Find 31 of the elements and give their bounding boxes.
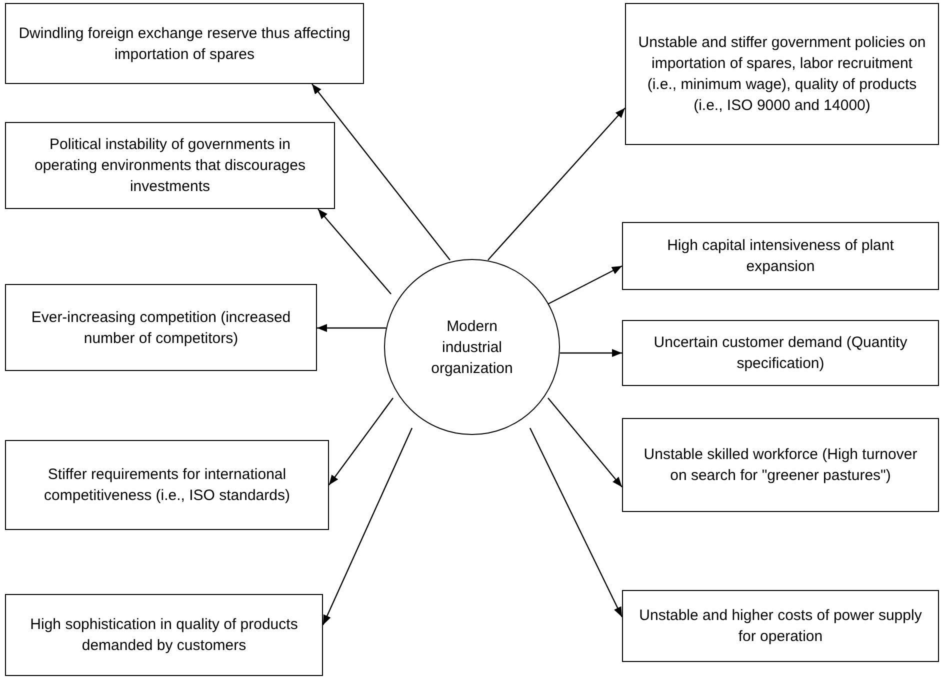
- arrow: [312, 84, 450, 260]
- arrow: [322, 428, 413, 626]
- arrow: [328, 398, 394, 486]
- factor-box: [622, 222, 939, 290]
- factor-box: [5, 594, 323, 676]
- node-text: Modern industrial organization: [430, 316, 514, 378]
- node-text: Unstable skilled workforce (High turnover on search for "greener pastures"): [642, 445, 918, 486]
- factor-box: [625, 3, 939, 145]
- factor-box: [622, 418, 939, 512]
- factor-box: [5, 440, 329, 530]
- node-text: Stiffer requirements for international competitiveness (i.e., ISO standards): [43, 465, 291, 506]
- node-text: Unstable and higher costs of power supply for operation: [638, 606, 923, 647]
- node-text: High sophistication in quality of products demanded by customers: [29, 615, 299, 656]
- node-text: Uncertain customer demand (Quantity specification): [652, 333, 908, 374]
- node-text: Unstable and stiffer government policies on importation of spares, labor recruitment (i.e., minimum wage), quality of products (i.e., ISO 9000 and 14000): [638, 33, 926, 116]
- node-text: High capital intensiveness of plant expansion: [666, 236, 895, 277]
- arrow: [488, 108, 626, 260]
- arrow: [548, 265, 622, 305]
- factor-box: [5, 284, 317, 371]
- arrow: [317, 324, 386, 332]
- node-text: Political instability of governments in operating environments that discourages investments: [34, 135, 306, 197]
- factor-box: [622, 320, 939, 386]
- arrow: [560, 349, 622, 357]
- arrow: [529, 428, 623, 618]
- arrow: [318, 208, 392, 294]
- node-text: Dwindling foreign exchange reserve thus affecting importation of spares: [18, 24, 351, 64]
- node-text: Ever-increasing competition (increased number of competitors): [30, 308, 292, 348]
- factor-box: [5, 3, 364, 84]
- factor-box: [622, 590, 939, 662]
- arrow: [548, 398, 622, 488]
- factor-box: [5, 122, 335, 209]
